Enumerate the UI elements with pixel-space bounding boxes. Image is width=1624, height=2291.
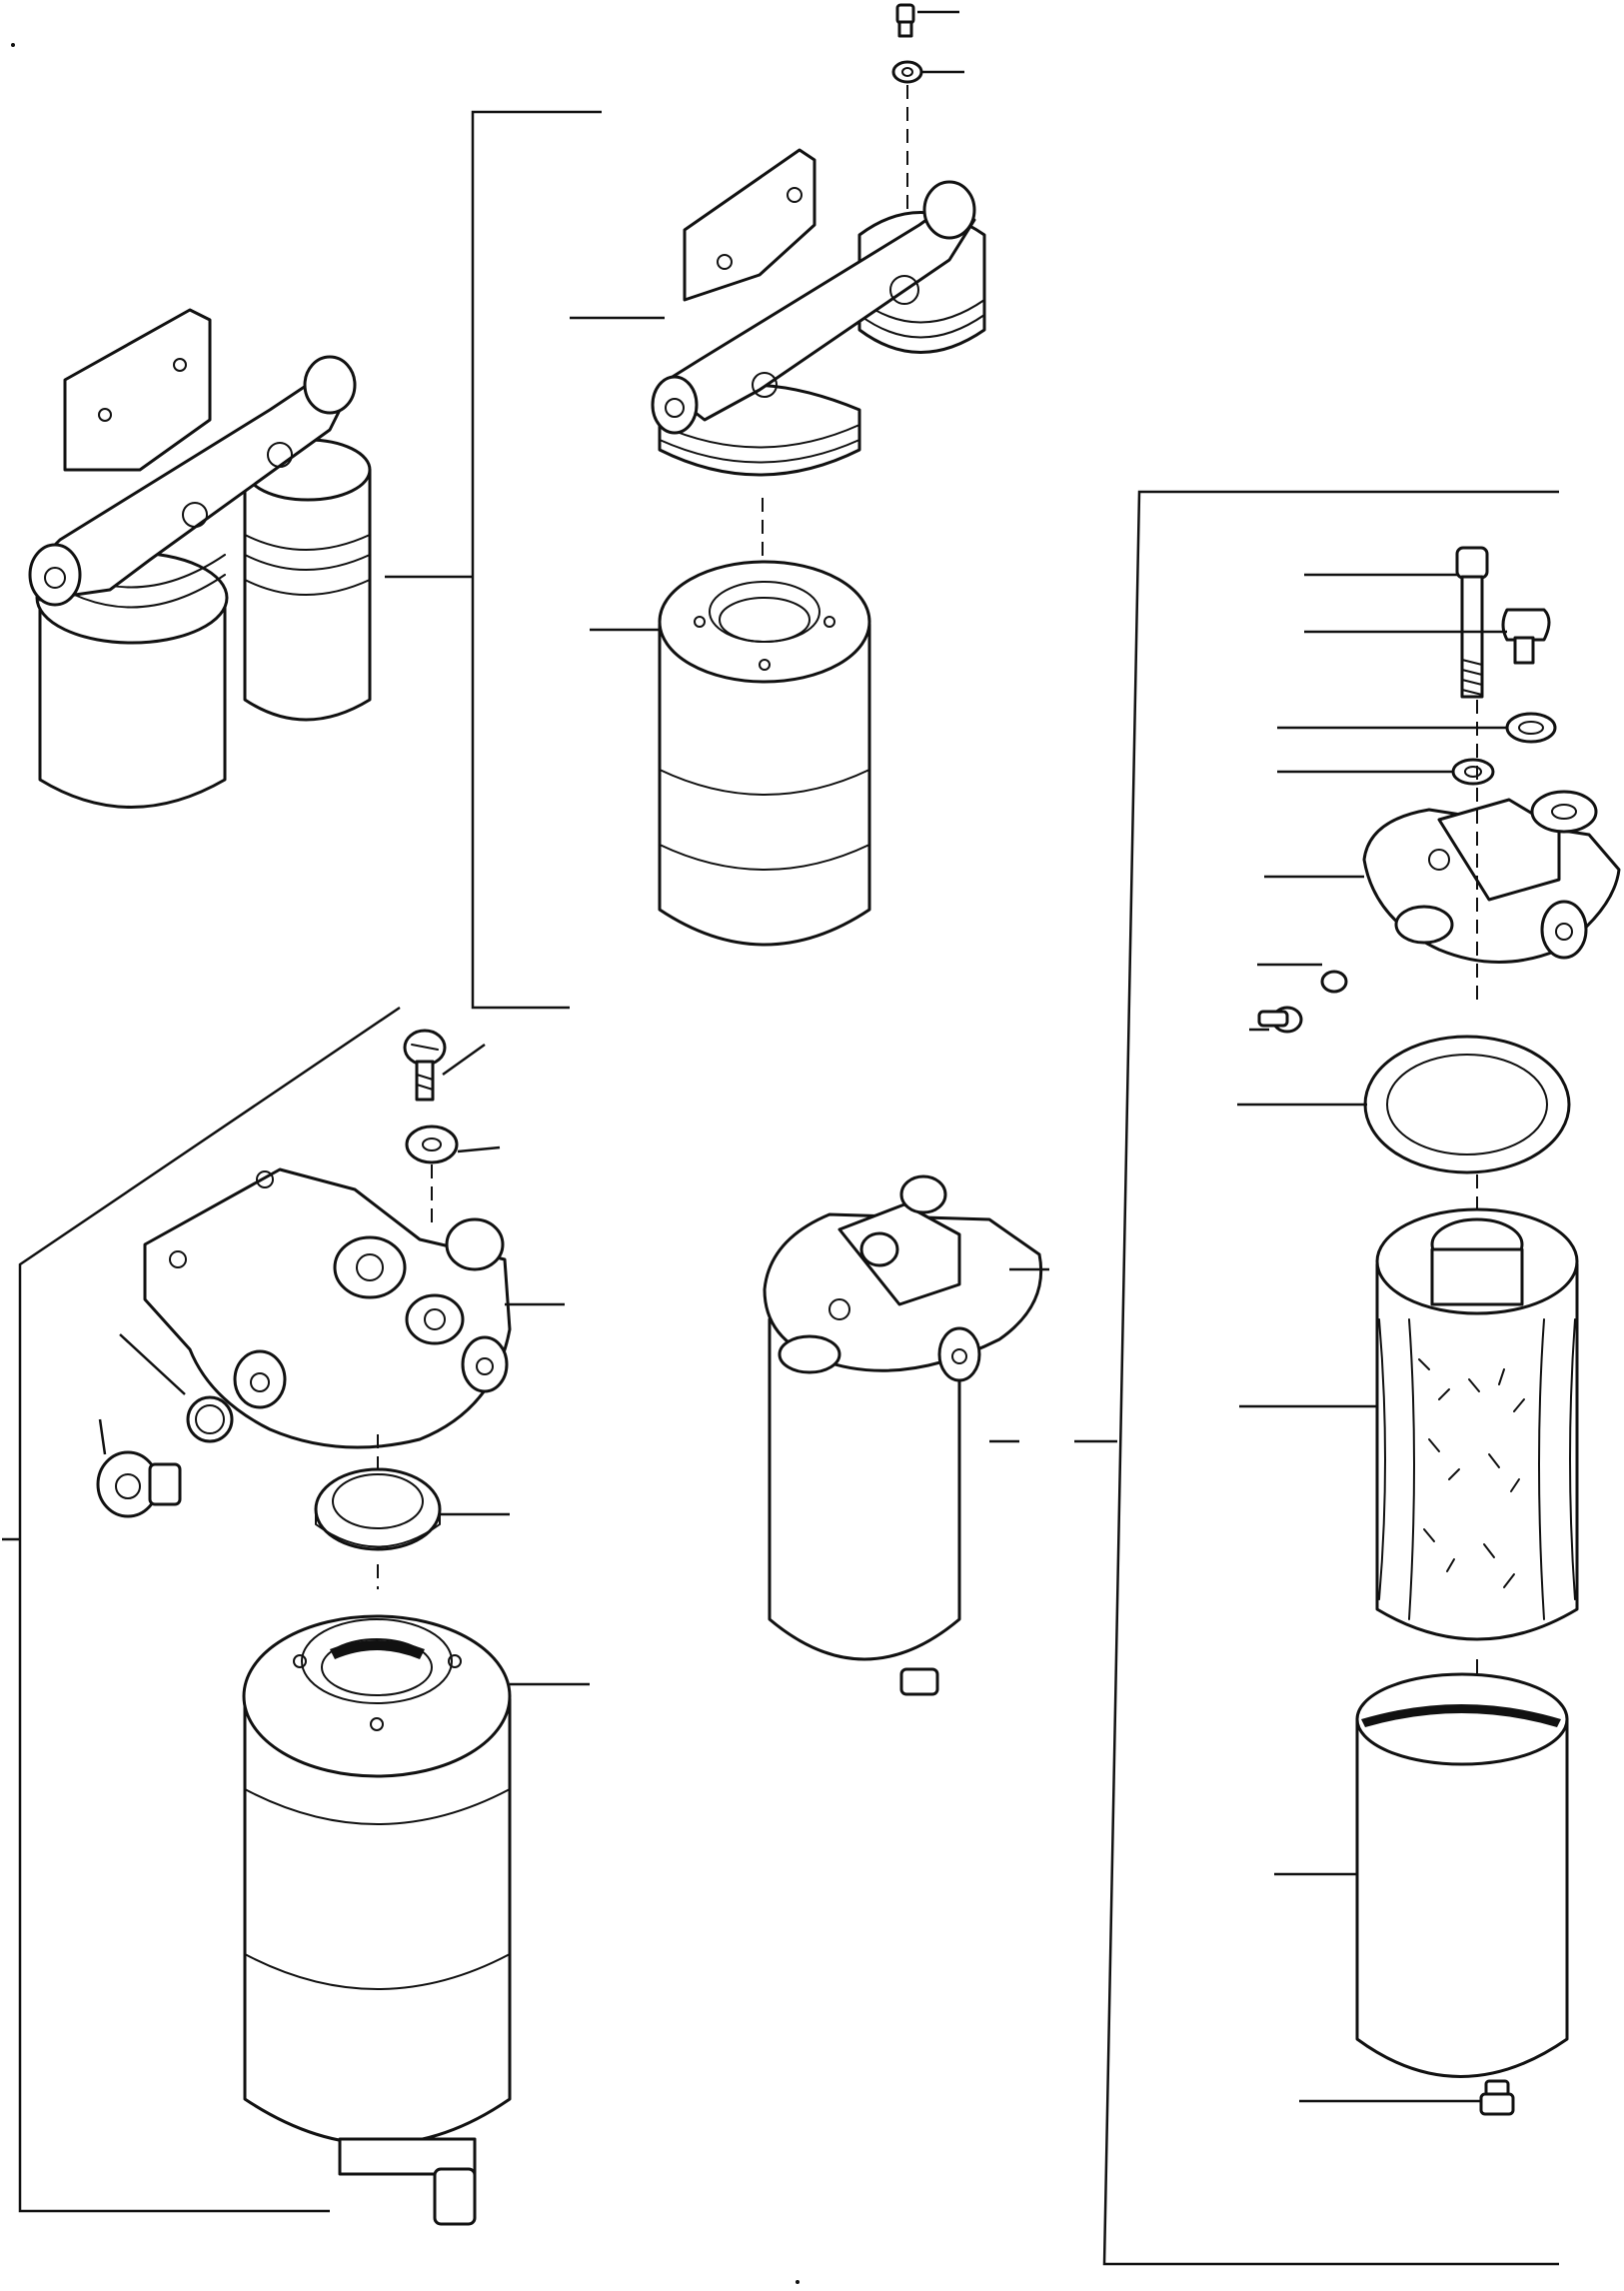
group-bracket-left bbox=[2, 1006, 401, 2213]
head-bolt-left bbox=[403, 1029, 486, 1102]
o-ring-large bbox=[1237, 1035, 1571, 1174]
single-filter-assembly bbox=[763, 1174, 1049, 1696]
snap-ring-small bbox=[1277, 758, 1495, 786]
scan-speck bbox=[11, 43, 15, 47]
plug-left bbox=[96, 1418, 182, 1518]
filter-element bbox=[1239, 1207, 1579, 1641]
group-bracket-top-center bbox=[430, 110, 602, 1010]
filter-head-left bbox=[143, 1167, 565, 1449]
drain-plug-right bbox=[1299, 2079, 1515, 2116]
long-bolt bbox=[1304, 546, 1489, 699]
snap-ring-large bbox=[1277, 712, 1557, 744]
group-bracket-right bbox=[1074, 490, 1559, 2266]
o-ring-small-left bbox=[119, 1333, 234, 1443]
scan-speck bbox=[796, 2280, 800, 2284]
washer-left bbox=[405, 1125, 501, 1164]
washer-top bbox=[891, 60, 964, 84]
bolt-top bbox=[895, 3, 959, 38]
filter-cartridge-left bbox=[242, 1614, 590, 2226]
air-bleed-screw bbox=[1249, 963, 1348, 1034]
twin-filter-head bbox=[570, 148, 986, 477]
gasket-left bbox=[314, 1467, 510, 1551]
filter-cartridge-center bbox=[590, 560, 871, 947]
single-filter-head bbox=[1264, 790, 1621, 964]
filter-bowl bbox=[1274, 1672, 1569, 2078]
short-bolt bbox=[1304, 608, 1551, 665]
twin-filter-assembly bbox=[28, 308, 430, 809]
